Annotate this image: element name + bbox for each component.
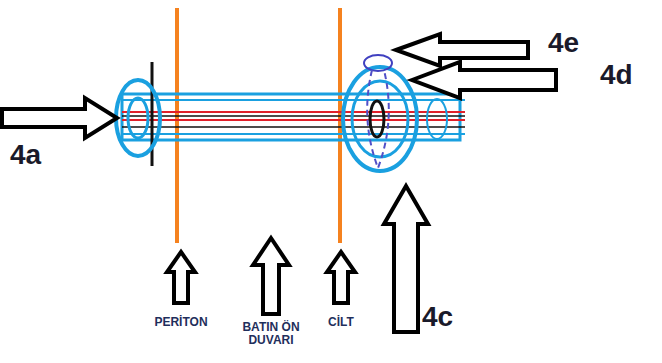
layer-label: CİLT [328, 316, 354, 329]
supporting-rod [367, 70, 389, 168]
pointer-arrow [167, 252, 195, 303]
tube-end [427, 99, 447, 139]
rod-end [364, 55, 392, 71]
pointer-arrow [253, 238, 289, 314]
black-line [122, 115, 465, 117]
lumen [370, 101, 384, 137]
layer-label: PERİTON [154, 316, 207, 329]
stoma-inner-ring [352, 81, 408, 157]
left-ring [116, 80, 160, 156]
black-line [122, 126, 465, 128]
left-inner-ring [128, 98, 148, 138]
callout-number: 4a [10, 140, 41, 169]
callout-number: 4e [548, 28, 579, 57]
red-line [122, 111, 465, 113]
callout-arrow [2, 98, 117, 138]
callout-arrow [384, 186, 428, 332]
callout-arrow [412, 62, 556, 98]
red-line [122, 119, 465, 121]
peritoneum-line [175, 8, 179, 243]
callout-number: 4c [422, 302, 453, 331]
stoma-ring [343, 67, 417, 171]
callout-number: 4d [600, 60, 633, 89]
pointer-arrow [327, 252, 355, 303]
layer-label: BATIN ÖN DUVARI [231, 321, 311, 346]
